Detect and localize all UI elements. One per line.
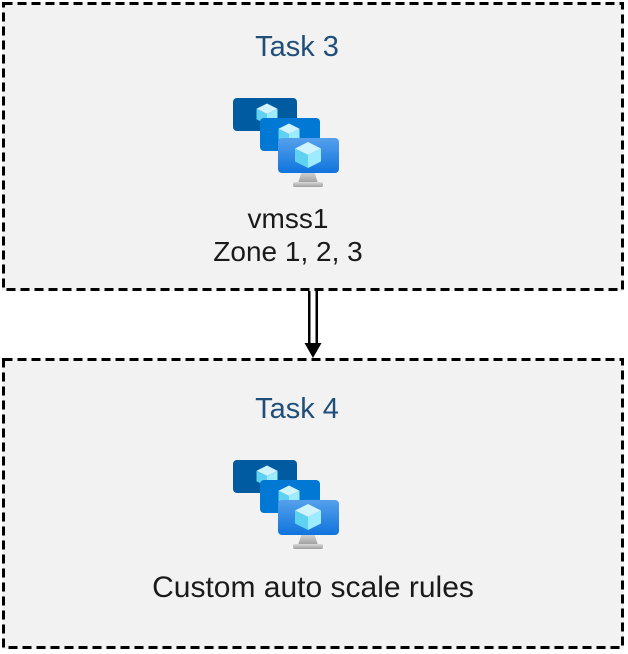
monitor-front: [278, 500, 339, 549]
vmss-name-label: vmss1: [247, 203, 329, 234]
monitor-front: [278, 138, 339, 187]
connector-arrow: [304, 291, 322, 358]
rules-label: Custom auto scale rules: [152, 571, 474, 604]
vmss-icon: [233, 460, 339, 549]
cube-icon: [295, 142, 321, 168]
task4-box: Task 4: [2, 358, 624, 649]
vmss-icon: [233, 98, 339, 187]
rules-caption: Custom auto scale rules: [2, 570, 624, 606]
cube-icon: [295, 504, 321, 530]
monitor-stand: [298, 533, 318, 545]
cube-icon: [256, 103, 278, 125]
arrowhead-icon: [304, 343, 322, 358]
monitor-stand: [298, 171, 318, 183]
task4-title: Task 4: [255, 393, 339, 425]
task3-title: Task 3: [255, 31, 339, 63]
arrow-shaft-right: [315, 291, 318, 345]
task3-box: Task 3: [2, 2, 624, 291]
zone-label: Zone 1, 2, 3: [213, 236, 363, 267]
vmss-caption: vmss1 Zone 1, 2, 3: [0, 202, 599, 268]
monitor-stand-base: [293, 544, 323, 549]
arrow-shaft-left: [308, 291, 311, 345]
monitor-stand-base: [293, 182, 323, 187]
